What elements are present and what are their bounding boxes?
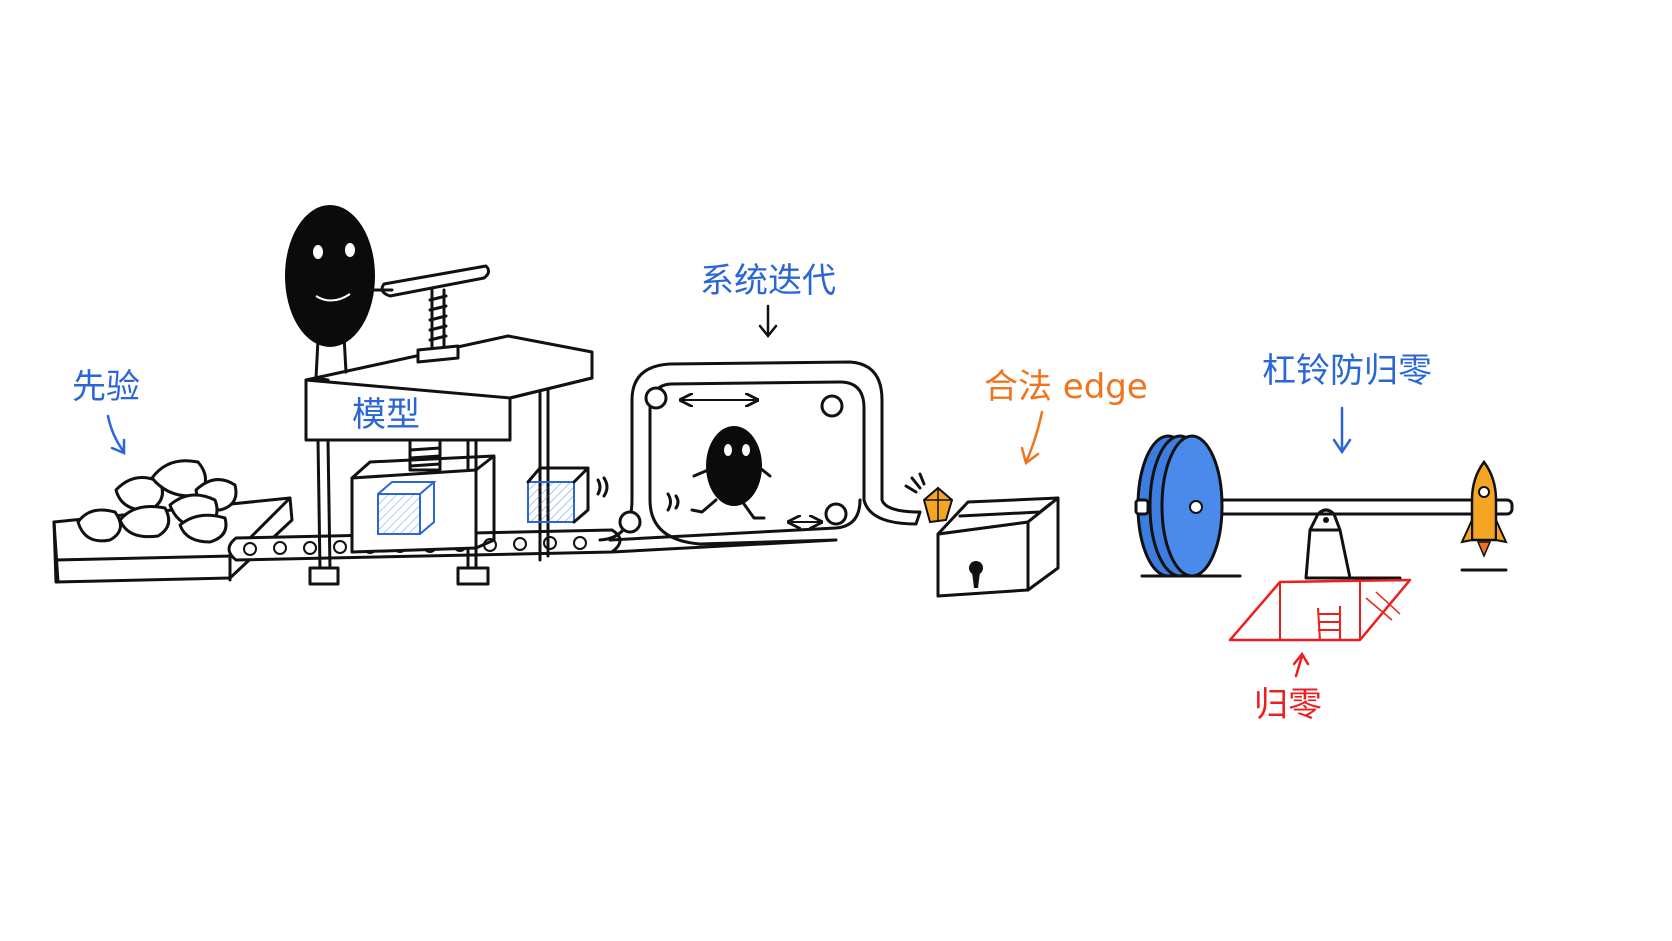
barbell-label: 杠铃防归零 <box>1262 351 1432 391</box>
prior-label: 先验 <box>72 367 140 407</box>
prior-section: 先验 <box>52 367 294 584</box>
iteration-label: 系统迭代 <box>700 261 836 301</box>
arrow-down-icon <box>758 304 778 339</box>
barbell-section: 杠铃防归零 <box>1134 351 1514 725</box>
arrow-down-icon <box>1020 410 1044 466</box>
cube-icon <box>526 466 609 524</box>
iteration-section: 系统迭代 <box>598 261 922 554</box>
edge-section: 合法 edge <box>904 367 1148 598</box>
arrow-up-icon <box>1292 651 1310 678</box>
rock-pile-icon <box>52 459 294 584</box>
treadmill-loop-icon <box>598 360 922 554</box>
running-figure-icon <box>666 426 772 520</box>
locked-box-icon <box>936 496 1060 598</box>
press-machine-icon: 模型 <box>304 264 594 586</box>
arrow-down-icon <box>106 414 126 455</box>
blob-character-icon <box>285 205 394 382</box>
gem-icon <box>904 472 954 524</box>
rocket-icon <box>1460 459 1508 572</box>
edge-label: 合法 edge <box>984 367 1148 407</box>
model-label: 模型 <box>352 395 420 435</box>
cube-icon <box>377 481 437 535</box>
barbell-icon <box>1134 434 1514 580</box>
zero-label: 归零 <box>1254 685 1322 725</box>
ladder-icon <box>1317 606 1341 641</box>
trapdoor-icon <box>1228 578 1412 642</box>
arrow-down-icon <box>1332 406 1352 455</box>
